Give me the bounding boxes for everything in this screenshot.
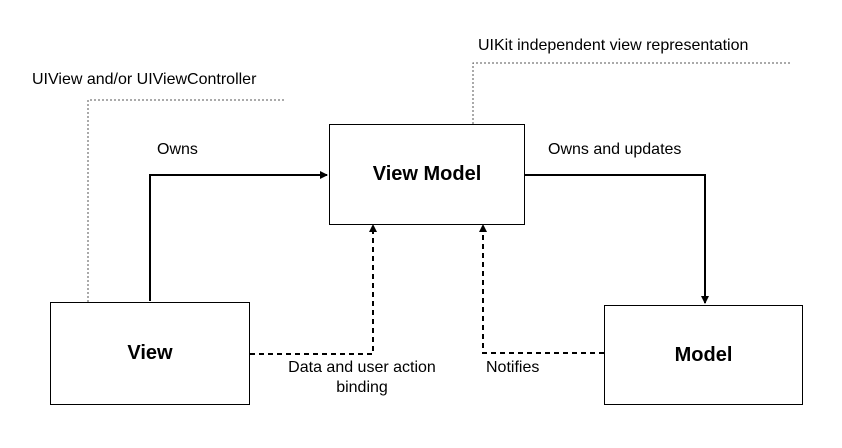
view-note-label: UIView and/or UIViewController (32, 71, 257, 88)
model-title: Model (674, 343, 733, 366)
model-box: Model (604, 305, 803, 405)
owns-and-updates-connector (525, 174, 709, 304)
view-model-box: View Model (329, 124, 525, 225)
binding-connector (243, 224, 377, 358)
binding-label: Data and user action binding (262, 358, 462, 398)
view-model-note-leader (472, 62, 790, 124)
notifies-connector (479, 224, 604, 354)
owns-and-updates-label: Owns and updates (548, 141, 682, 158)
view-note-leader (87, 99, 285, 302)
owns-label: Owns (157, 141, 198, 158)
view-title: View (127, 342, 173, 364)
view-model-title: View Model (372, 163, 482, 185)
view-box: View (50, 302, 250, 405)
notifies-label: Notifies (486, 359, 540, 376)
binding-label-line1: Data and user action (288, 359, 436, 376)
view-model-note-label: UIKit independent view representation (478, 37, 749, 54)
owns-connector (149, 171, 328, 301)
binding-label-line2: binding (336, 379, 388, 396)
